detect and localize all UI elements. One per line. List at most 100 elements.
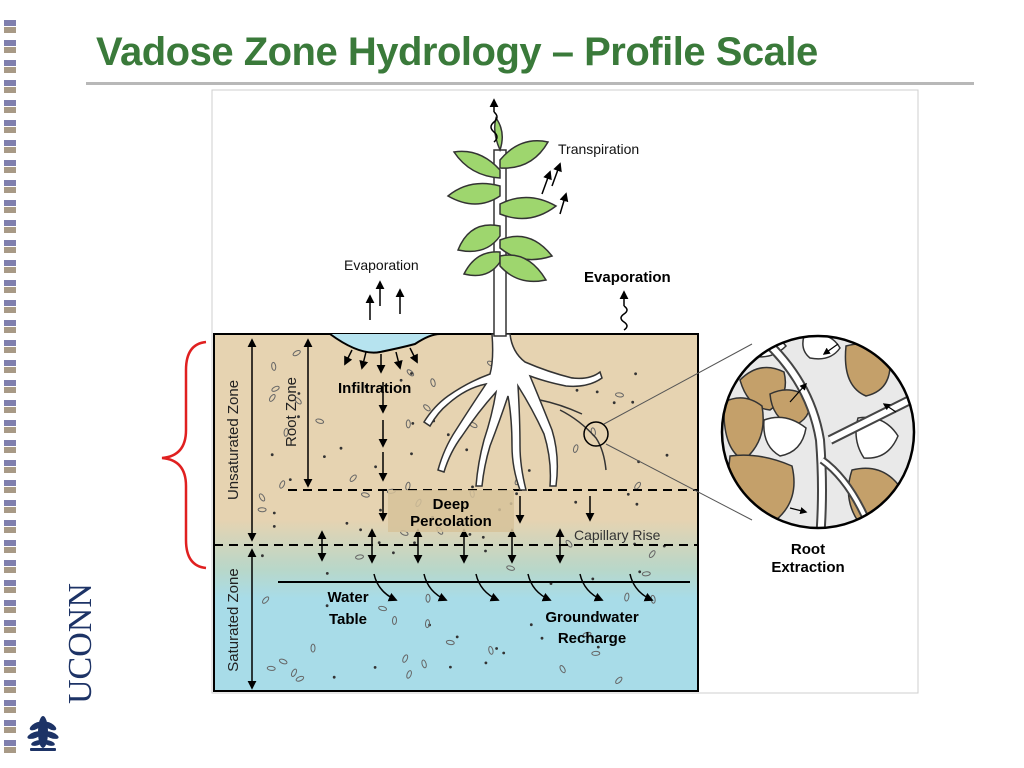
soil-pebble: [430, 378, 436, 387]
soil-grain: [297, 415, 300, 419]
strip-square: [4, 240, 16, 246]
strip-square: [4, 247, 16, 253]
deep-percolation-label-line2: Percolation: [410, 513, 492, 530]
capillary-rise-label: Capillary Rise: [574, 527, 661, 543]
soil-pebble: [591, 650, 601, 656]
strip-square: [4, 140, 16, 146]
soil-grain: [635, 502, 639, 506]
soil-pebble: [310, 643, 316, 653]
soil-grain: [468, 533, 472, 536]
soil-grain: [374, 465, 377, 469]
oak-leaf-seal-icon: [27, 716, 59, 751]
saturated-zone-label: Saturated Zone: [225, 568, 242, 671]
strip-square: [4, 527, 16, 533]
strip-square: [4, 100, 16, 106]
strip-square: [4, 480, 16, 486]
strip-square: [4, 367, 16, 373]
strip-square: [4, 27, 16, 33]
soil-grain: [377, 541, 381, 545]
strip-square: [4, 260, 16, 266]
soil-pebble: [424, 619, 431, 629]
soil-pebble: [559, 664, 566, 674]
decorative-square-strip: [4, 20, 16, 753]
red-brace: [161, 340, 207, 570]
magnifier-source-circle: [583, 421, 609, 447]
strip-square: [4, 267, 16, 273]
strip-square: [4, 307, 16, 313]
soil-grain: [379, 508, 382, 512]
capillary-arrows: [317, 528, 565, 564]
water-table-label-line2: Table: [329, 611, 367, 628]
strip-square: [4, 167, 16, 173]
soil-grain: [481, 535, 485, 539]
soil-pebble: [355, 554, 364, 560]
strip-square: [4, 720, 16, 726]
strip-square: [4, 647, 16, 653]
strip-square: [4, 427, 16, 433]
soil-pebble: [315, 418, 325, 424]
soil-pebble: [615, 676, 623, 684]
soil-grain: [455, 635, 459, 639]
soil-grain: [270, 453, 274, 457]
strip-square: [4, 580, 16, 586]
strip-square: [4, 80, 16, 86]
soil-grain: [540, 636, 544, 640]
plant-leaves: [446, 116, 558, 283]
soil-grain: [297, 392, 301, 395]
soil-pebble: [271, 385, 280, 392]
soil-pebble: [582, 631, 592, 638]
strip-square: [4, 207, 16, 213]
evaporation-left-label: Evaporation: [344, 257, 419, 273]
soil-pebble: [641, 571, 651, 577]
unsaturated-zone-label: Unsaturated Zone: [225, 380, 242, 500]
soil-pebble: [634, 481, 641, 490]
soil-grain: [665, 453, 669, 457]
soil-pebble: [283, 427, 289, 437]
plant-roots: [422, 333, 607, 491]
strip-square: [4, 680, 16, 686]
strip-square: [4, 687, 16, 693]
transpiration-arrows: [541, 162, 569, 215]
soil-pebble: [406, 369, 415, 377]
soil-pebble: [648, 550, 656, 559]
strip-square: [4, 47, 16, 53]
soil-grain: [288, 478, 292, 481]
slide-title: Vadose Zone Hydrology – Profile Scale: [96, 30, 818, 74]
soil-pebble: [624, 592, 630, 602]
soil-pebble: [295, 675, 305, 682]
soil-pebble: [378, 605, 388, 612]
soil-grain: [272, 511, 276, 515]
soil-grain: [399, 378, 403, 382]
soil-grain: [596, 645, 600, 649]
strip-square: [4, 227, 16, 233]
soil-pebble: [266, 665, 276, 671]
soil-grain: [638, 570, 642, 574]
soil-grain: [591, 577, 595, 581]
transpiration-label: Transpiration: [558, 141, 639, 157]
evaporation-right-wave-icon: [619, 290, 629, 331]
soil-grain: [413, 541, 416, 545]
soil-pebble: [425, 593, 431, 603]
soil-pebble: [406, 670, 412, 679]
strip-square: [4, 707, 16, 713]
strip-square: [4, 667, 16, 673]
soil-pebble: [423, 404, 431, 412]
soil-pebble: [360, 492, 370, 498]
soil-grain: [574, 500, 578, 504]
soil-grain: [325, 604, 329, 608]
soil-pebble: [506, 565, 515, 571]
soil-grain: [595, 390, 599, 394]
strip-square: [4, 747, 16, 753]
strip-square: [4, 700, 16, 706]
water-table-label-line1: Water: [327, 589, 368, 606]
strip-square: [4, 607, 16, 613]
root-extraction-label-line2: Extraction: [771, 559, 844, 576]
strip-square: [4, 400, 16, 406]
strip-square: [4, 640, 16, 646]
strip-square: [4, 547, 16, 553]
soil-grain: [449, 665, 452, 669]
soil-pebble: [615, 392, 624, 398]
strip-square: [4, 487, 16, 493]
transpiration-wave-icon: [489, 98, 499, 143]
strip-square: [4, 147, 16, 153]
